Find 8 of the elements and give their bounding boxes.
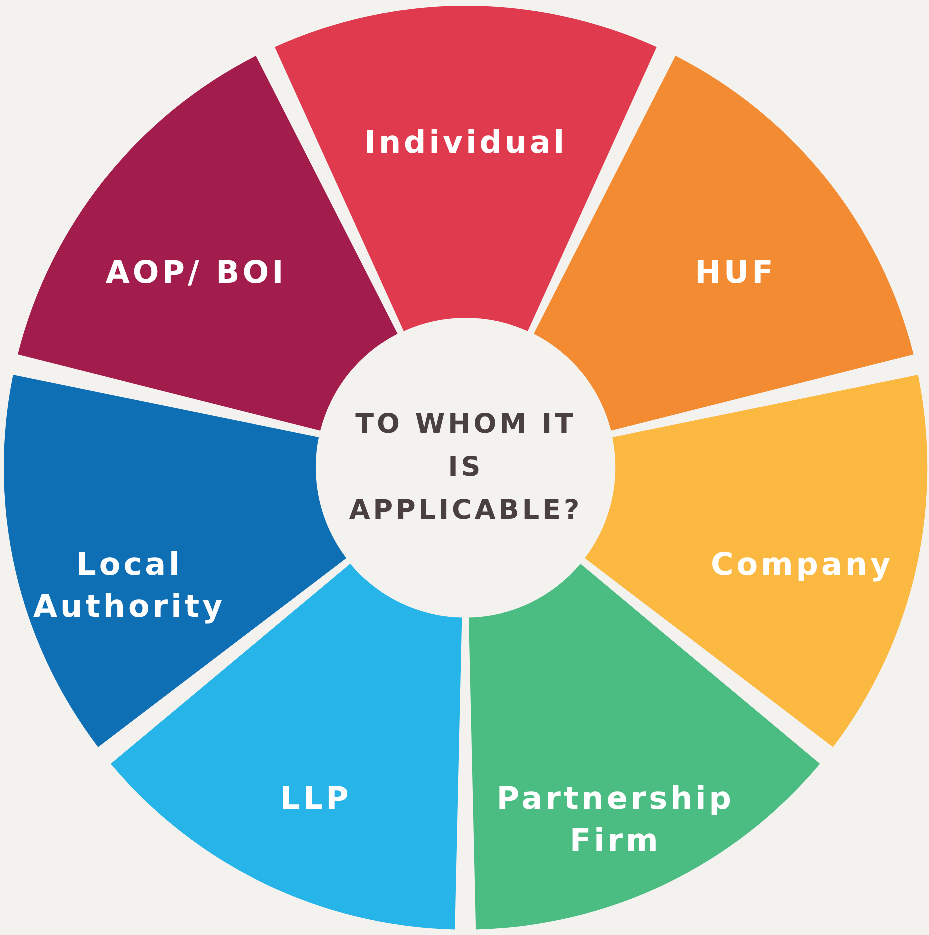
segment-label: AOP/ BOI bbox=[104, 254, 288, 293]
center-heading: TO WHOM IT IS APPLICABLE? bbox=[348, 408, 584, 528]
segment-label: Individual bbox=[363, 124, 569, 163]
segment-label: Partnership Firm bbox=[496, 780, 736, 861]
segment-label: Company bbox=[710, 546, 895, 585]
segment-label: LLP bbox=[280, 780, 353, 819]
segment-label: HUF bbox=[694, 254, 778, 293]
segment-label: Local Authority bbox=[32, 546, 227, 627]
